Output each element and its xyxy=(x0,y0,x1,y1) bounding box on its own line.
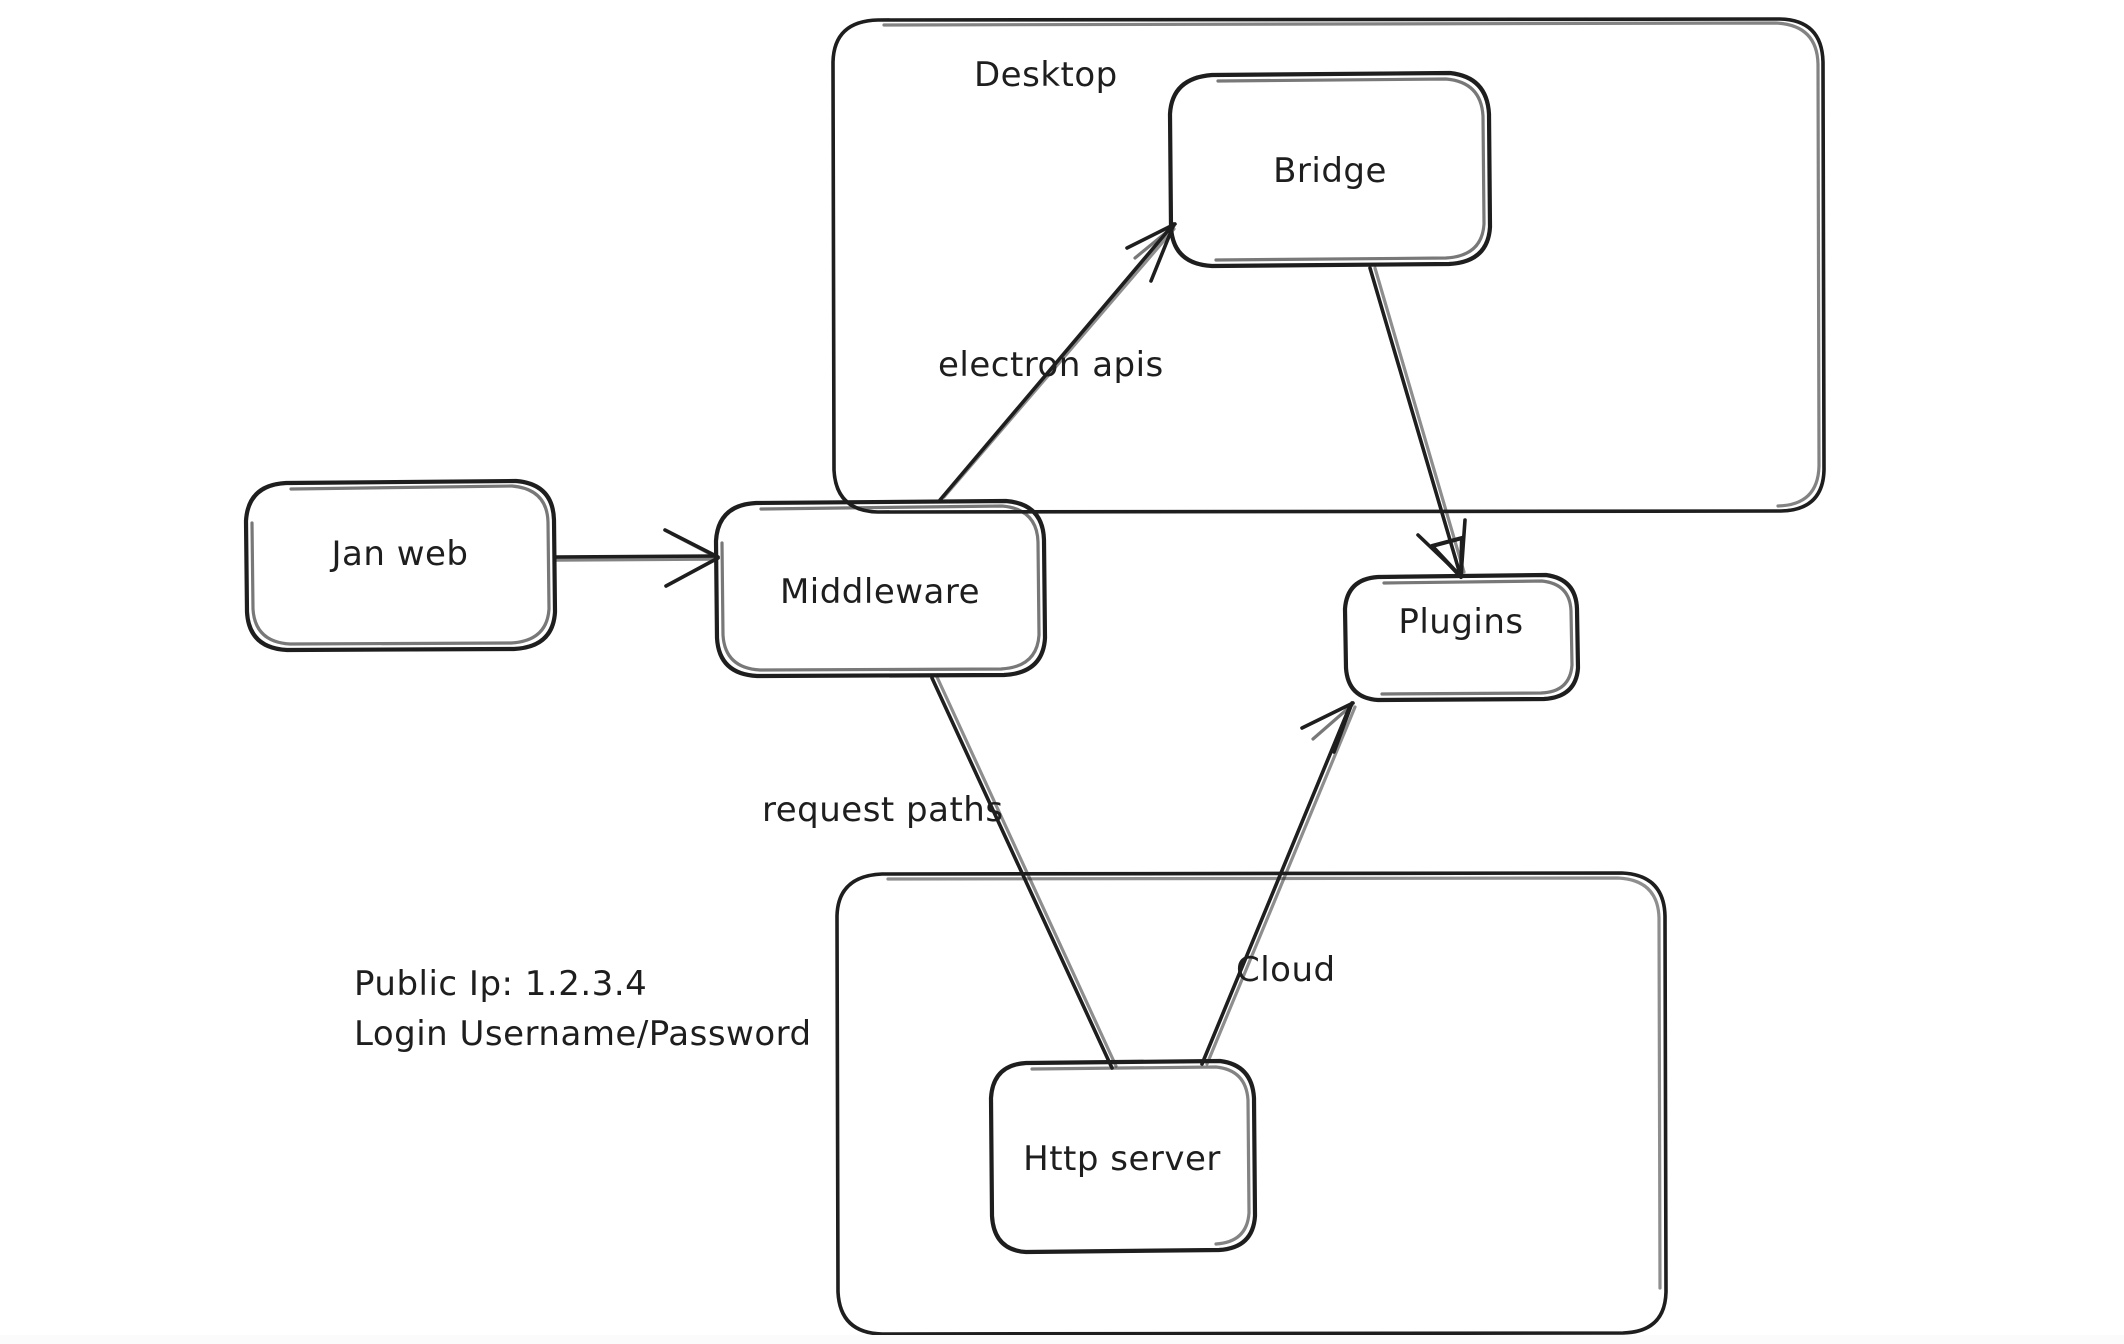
node-bridge[interactable] xyxy=(1167,70,1493,269)
node-label-middleware: Middleware xyxy=(779,572,981,612)
node-label-jan-web: Jan web xyxy=(331,534,469,574)
canvas-bottom-edge xyxy=(0,1335,2124,1344)
node-label-bridge: Bridge xyxy=(1273,151,1387,191)
note-public-ip-line2: Login Username/Password xyxy=(354,1014,812,1054)
edge-http-server-to-plugins xyxy=(1200,701,1357,1066)
node-plugins[interactable] xyxy=(1342,572,1581,703)
edge-label-cloud: Cloud xyxy=(1236,950,1336,990)
node-middleware[interactable] xyxy=(713,498,1048,679)
group-cloud xyxy=(835,871,1668,1336)
edge-bridge-to-plugins xyxy=(1368,266,1467,580)
node-jan-web[interactable] xyxy=(243,478,558,653)
node-label-http-server: Http server xyxy=(1023,1139,1221,1179)
group-label-desktop: Desktop xyxy=(974,55,1118,95)
edge-janweb-to-middleware xyxy=(554,528,720,588)
edge-middleware-to-bridge xyxy=(938,222,1177,502)
edge-label-request-paths: request paths xyxy=(762,790,1004,830)
edge-label-electron-apis: electron apis xyxy=(938,345,1164,385)
group-desktop xyxy=(831,17,1826,514)
edge-middleware-to-http-server xyxy=(930,675,1118,1070)
node-http-server[interactable] xyxy=(988,1058,1258,1255)
node-label-plugins: Plugins xyxy=(1398,602,1524,642)
note-public-ip-line1: Public Ip: 1.2.3.4 xyxy=(354,964,648,1004)
